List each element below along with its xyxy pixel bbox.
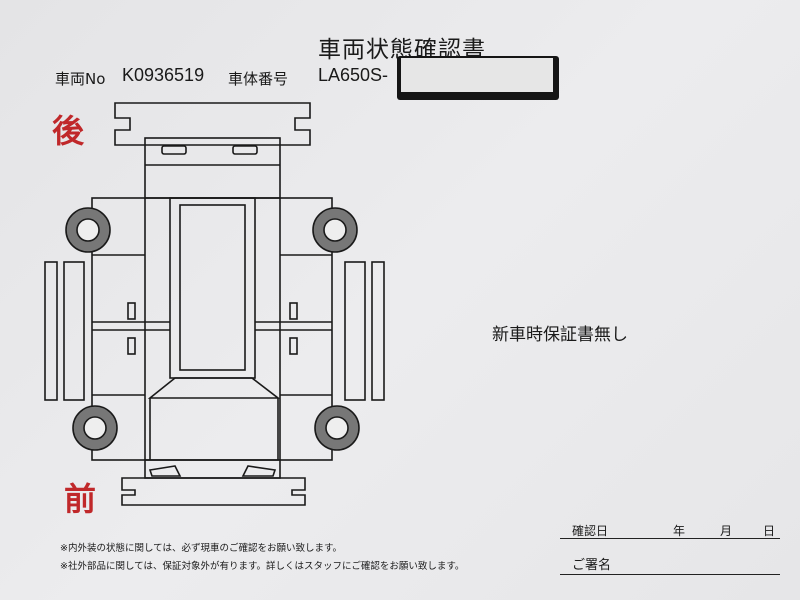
footnote-aftermarket: ※社外部品に関しては、保証対象外が有ります。詳しくはスタッフにご確認をお願い致し…	[60, 561, 465, 572]
right-side-strip-outer	[371, 261, 385, 401]
rear-label: 後	[52, 112, 85, 150]
confirm-date-label: 確認日	[572, 524, 609, 538]
headlamp-right	[241, 465, 277, 477]
body-no-label: 車体番号	[228, 70, 289, 88]
wheels	[65, 207, 360, 451]
left-side-strip-inner	[63, 261, 85, 401]
left-side-strip-outer	[44, 261, 58, 401]
signature-label: ご署名	[572, 558, 612, 573]
confirm-date-row: 確認日 年 月 日	[560, 522, 780, 539]
door-handle-left-rear	[127, 302, 136, 320]
footnote-interior: ※内外装の状態に関しては、必ず現車のご確認をお願い致します。	[60, 543, 343, 554]
front-bumper	[121, 477, 306, 506]
rear-lamp-left	[161, 145, 187, 155]
month-label: 月	[720, 524, 733, 538]
signature-row: ご署名	[560, 552, 780, 575]
door-handle-left-front	[127, 337, 136, 355]
door-handle-right-rear	[289, 302, 298, 320]
vehicle-no-label: 車両No	[55, 70, 106, 88]
hood	[147, 377, 281, 399]
body-outline	[91, 197, 333, 461]
right-side-strip-inner	[344, 261, 366, 401]
warranty-note: 新車時保証書無し	[492, 325, 628, 345]
vehicle-no-value: K0936519	[122, 65, 205, 85]
headlamp-left	[148, 465, 182, 477]
day-label: 日	[763, 524, 776, 538]
front-label: 前	[64, 480, 97, 518]
year-label: 年	[673, 524, 686, 538]
roof	[169, 197, 256, 379]
rear-panel	[144, 137, 281, 199]
body-no-value: LA650S-	[318, 65, 389, 85]
rear-bumper	[114, 102, 311, 146]
rear-lamp-right	[232, 145, 258, 155]
door-handle-right-front	[289, 337, 298, 355]
redaction-label	[401, 58, 553, 92]
